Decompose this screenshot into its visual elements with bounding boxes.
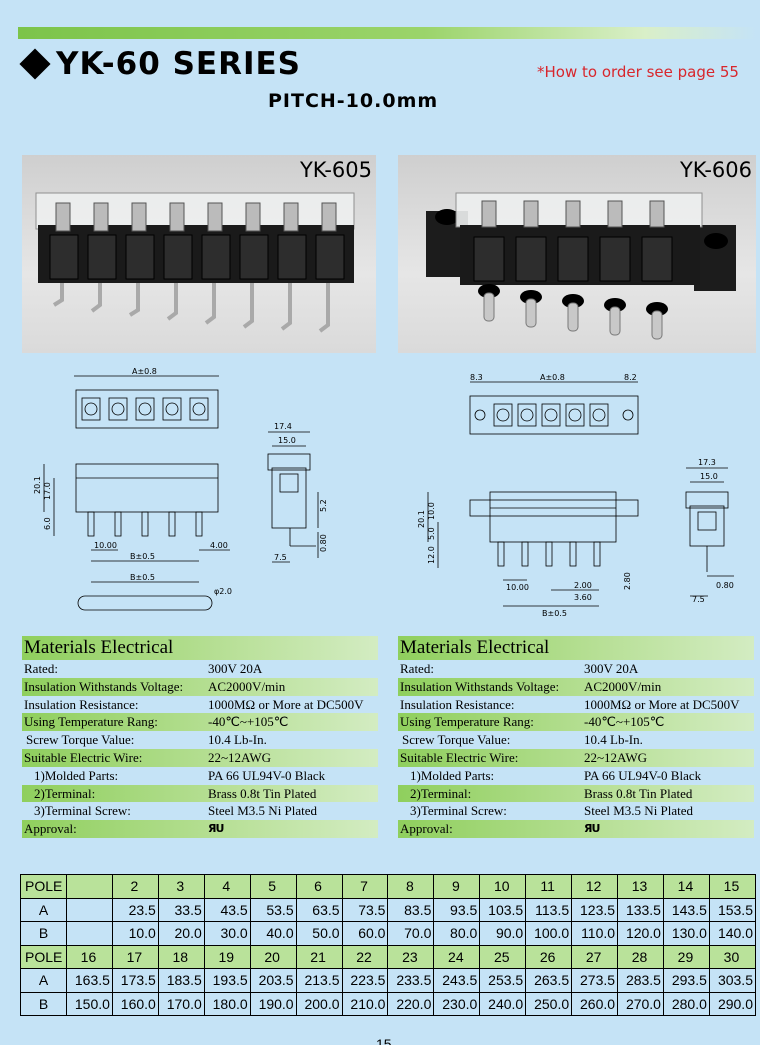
dim-20-1-606: 20.1 (417, 510, 426, 528)
ul-approval-icon: ЯU (584, 822, 600, 836)
dim-0-80-605: 0.80 (319, 534, 328, 552)
materials-panel-605: Materials Electrical Rated:300V 20A Insu… (22, 636, 378, 838)
pitch-label: PITCH-10.0mm (268, 90, 439, 112)
spec-row: 2)Terminal:Brass 0.8t Tin Plated (22, 784, 378, 803)
spec-row: Approval:ЯU (398, 820, 754, 838)
spec-row: 3)Terminal Screw:Steel M3.5 Ni Plated (34, 803, 318, 819)
spec-row: Insulation Resistance:1000MΩ or More at … (24, 696, 364, 712)
spec-row: Suitable Electric Wire:22~12AWG (22, 748, 378, 767)
order-note: *How to order see page 55 (537, 63, 739, 81)
dim-17-3-606: 17.3 (698, 458, 716, 467)
dim-20-1-605: 20.1 (33, 476, 42, 494)
spec-row: Insulation Withstands Voltage:AC2000V/mi… (22, 677, 378, 696)
ul-approval-icon: ЯU (208, 822, 224, 836)
pole-header-row: POLE 2 3 4 5 6 7 8 9 10 11 12 13 14 15 (20, 874, 757, 899)
dim-2-80-606: 2.80 (623, 572, 632, 590)
dim-a-606: A±0.8 (540, 373, 565, 382)
dim-4-00-605: 4.00 (210, 541, 228, 550)
dim-3-60-606: 3.60 (574, 593, 592, 602)
spec-row: Screw Torque Value:10.4 Lb-In. (402, 732, 643, 748)
diamond-bullet-icon (19, 48, 51, 80)
series-title-text: YK-60 SERIES (56, 46, 301, 82)
spec-row: Insulation Resistance:1000MΩ or More at … (400, 696, 740, 712)
page-number: 15 (376, 1036, 392, 1045)
spec-row: Rated:300V 20A (24, 661, 263, 676)
table-row-a: A 23.5 33.5 43.5 53.5 63.5 73.5 83.5 93.… (20, 897, 757, 922)
dim-17-4-605: 17.4 (274, 422, 292, 431)
photo-yk-606: YK-606 (398, 155, 756, 353)
spec-row: Insulation Withstands Voltage:AC2000V/mi… (398, 677, 754, 696)
photo-yk-605: YK-605 (22, 155, 376, 353)
dim-b-606: B±0.5 (542, 609, 567, 618)
table-row-a: A 163.5 173.5 183.5 193.5 203.5 213.5 22… (20, 968, 757, 993)
spec-row: Screw Torque Value:10.4 Lb-In. (26, 732, 267, 748)
dimension-drawing-605: A±0.8 17.4 15.0 20.1 17.0 6.0 10.00 4.00… (33, 367, 328, 611)
series-title: YK-60 SERIES (19, 46, 301, 82)
spec-row: Rated:300V 20A (400, 661, 639, 676)
dim-10-00-606: 10.00 (506, 583, 529, 592)
spec-row: Using Temperature Rang:-40℃~+105℃ (22, 713, 378, 732)
dim-7-5-606: 7.5 (692, 595, 705, 604)
dim-0-80-606: 0.80 (716, 581, 734, 590)
dim-6-0-605: 6.0 (43, 517, 52, 530)
terminal-block-605-illustration (35, 192, 355, 333)
dim-12-0-606: 12.0 (427, 546, 436, 564)
dim-10-0-606: 10.0 (427, 502, 436, 520)
dim-8-3-606: 8.3 (470, 373, 483, 382)
pole-header-row: POLE 16 17 18 19 20 21 22 23 24 25 26 27… (20, 944, 757, 969)
dim-a-605: A±0.8 (132, 367, 157, 376)
dim-10-00-605: 10.00 (94, 541, 117, 550)
top-accent-bar (18, 27, 756, 39)
table-row-b: B 150.0 160.0 170.0 180.0 190.0 200.0 21… (20, 991, 757, 1016)
spec-row: 1)Molded Parts:PA 66 UL94V-0 Black (34, 767, 326, 783)
spec-row: 1)Molded Parts:PA 66 UL94V-0 Black (410, 767, 702, 783)
dim-17-0-605: 17.0 (43, 482, 52, 500)
dim-b-605: B±0.5 (130, 552, 155, 561)
table-row-b: B 10.0 20.0 30.0 40.0 50.0 60.0 70.0 80.… (20, 921, 757, 946)
dim-5-0-606: 5.0 (427, 527, 436, 540)
dim-phi-605: φ2.0 (214, 587, 232, 596)
terminal-block-606-illustration (426, 192, 736, 340)
dim-5-2-605: 5.2 (319, 499, 328, 512)
dim-15-0-606: 15.0 (700, 472, 718, 481)
dim-15-0-605: 15.0 (278, 436, 296, 445)
dimension-drawing-606: 8.3 A±0.8 8.2 17.3 15.0 20.1 10.0 5.0 12… (417, 373, 734, 618)
spec-row: Suitable Electric Wire:22~12AWG (398, 748, 754, 767)
dimensions-table: POLE 2 3 4 5 6 7 8 9 10 11 12 13 14 15 A… (20, 874, 757, 1016)
dim-8-2-606: 8.2 (624, 373, 637, 382)
photo-label-605: YK-605 (299, 158, 372, 182)
photo-label-606: YK-606 (679, 158, 752, 182)
spec-row: 3)Terminal Screw:Steel M3.5 Ni Plated (410, 803, 694, 819)
materials-panel-606: Materials Electrical Rated:300V 20A Insu… (398, 636, 754, 838)
materials-heading: Materials Electrical (398, 636, 754, 660)
spec-row: Approval:ЯU (22, 820, 378, 838)
materials-heading: Materials Electrical (22, 636, 378, 660)
dim-b2-605: B±0.5 (130, 573, 155, 582)
dim-7-5-605: 7.5 (274, 553, 287, 562)
dim-2-00-606: 2.00 (574, 581, 592, 590)
spec-row: 2)Terminal:Brass 0.8t Tin Plated (398, 784, 754, 803)
spec-row: Using Temperature Rang:-40℃~+105℃ (398, 713, 754, 732)
